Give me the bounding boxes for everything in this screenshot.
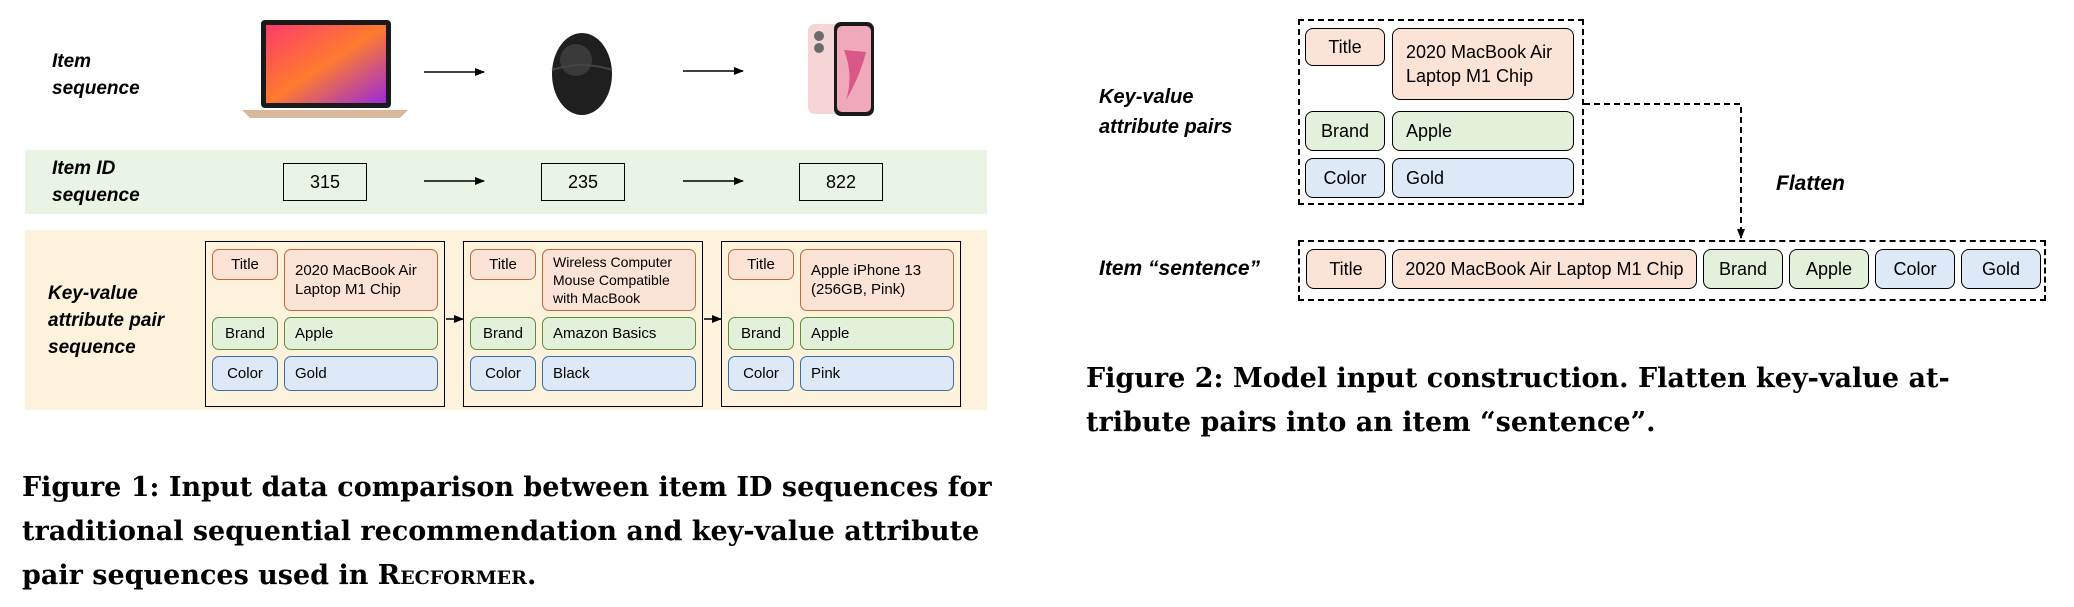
brand-value-cell: Apple [800,317,954,350]
sentence-color-value: Gold [1961,249,2041,289]
color-value-cell: Pink [800,356,954,391]
title-key-cell: Title [1305,28,1385,66]
kv-item-group-1: Title 2020 MacBook Air Laptop M1 Chip Br… [205,241,445,407]
color-value-cell: Gold [1392,158,1574,198]
row-label-item-sequence: Item sequence [52,51,140,99]
sentence-brand-key: Brand [1703,249,1783,289]
kv-item-group-2: Title Wireless Computer Mouse Compatible… [463,241,703,407]
sentence-color-key: Color [1875,249,1955,289]
kv-pairs-label: Key-value attribute pairs [1099,86,1233,138]
color-key-cell: Color [728,356,794,391]
title-value-cell: 2020 MacBook Air Laptop M1 Chip [1392,28,1574,100]
figure-1-caption-end: . [526,560,537,591]
sentence-title-key: Title [1306,249,1386,289]
color-key-cell: Color [470,356,536,391]
title-value-cell: 2020 MacBook Air Laptop M1 Chip [284,249,438,311]
brand-value-cell: Apple [1392,111,1574,151]
item-sentence-box: Title 2020 MacBook Air Laptop M1 Chip Br… [1298,240,2046,301]
title-value-cell: Apple iPhone 13 (256GB, Pink) [800,249,954,311]
phone-icon [808,22,874,116]
kv-item-group-3: Title Apple iPhone 13 (256GB, Pink) Bran… [721,241,961,407]
title-value-cell: Wireless Computer Mouse Compatible with … [542,249,696,311]
row-label-item-id-sequence: Item ID sequence [52,158,140,206]
color-key-cell: Color [1305,158,1385,198]
title-key-cell: Title [470,249,536,280]
color-key-cell: Color [212,356,278,391]
item-id-box-3: 822 [799,163,883,201]
brand-key-cell: Brand [1305,111,1385,151]
figure-1-caption-text: Figure 1: Input data comparison between … [22,472,992,591]
title-key-cell: Title [212,249,278,280]
title-key-cell: Title [728,249,794,280]
model-name: Recformer [377,560,527,591]
brand-key-cell: Brand [470,317,536,350]
brand-value-cell: Amazon Basics [542,317,696,350]
brand-key-cell: Brand [728,317,794,350]
item-sentence-label: Item “sentence” [1099,257,1261,280]
mouse-icon [551,33,613,115]
color-value-cell: Black [542,356,696,391]
color-value-cell: Gold [284,356,438,391]
item-id-box-2: 235 [541,163,625,201]
item-id-box-1: 315 [283,163,367,201]
row-label-kv-sequence: Key-value attribute pair sequence [48,283,165,358]
flatten-label: Flatten [1776,172,1845,195]
sentence-title-value: 2020 MacBook Air Laptop M1 Chip [1392,249,1697,289]
kv-pairs-box: Title 2020 MacBook Air Laptop M1 Chip Br… [1298,19,1584,205]
figure-2-caption: Figure 2: Model input construction. Flat… [1086,363,1950,438]
sentence-brand-value: Apple [1789,249,1869,289]
brand-key-cell: Brand [212,317,278,350]
figure-1-caption: Figure 1: Input data comparison between … [22,466,1002,598]
laptop-icon [242,20,408,118]
flatten-arrow [1584,103,1745,239]
brand-value-cell: Apple [284,317,438,350]
